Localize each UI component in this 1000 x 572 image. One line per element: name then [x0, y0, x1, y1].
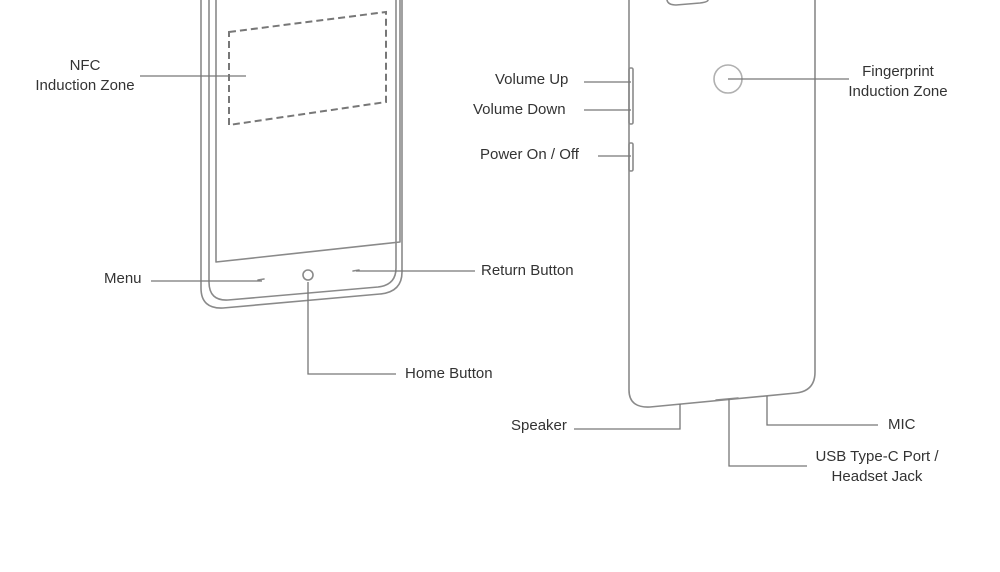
usb-label-line1: USB Type-C Port / [815, 448, 939, 465]
fingerprint-label: Fingerprint Induction Zone [838, 62, 958, 102]
back-phone-body [628, 0, 816, 408]
usb-port-mark [715, 397, 739, 401]
front-phone-body [200, 0, 403, 309]
usb-leader [728, 399, 807, 467]
speaker-leader [574, 404, 681, 430]
volume-rocker [628, 67, 634, 125]
home-button-circle [302, 269, 314, 281]
mic-label: MIC [888, 416, 916, 433]
speaker-label: Speaker [511, 417, 567, 434]
power-key [628, 142, 634, 172]
power-label: Power On / Off [480, 146, 579, 163]
fingerprint-label-line2: Induction Zone [848, 83, 948, 100]
fingerprint-label-line1: Fingerprint [862, 63, 934, 80]
usb-label-line2: Headset Jack [831, 468, 923, 485]
return-button-label: Return Button [481, 262, 574, 279]
home-leader [307, 282, 396, 375]
nfc-label-line1: NFC [69, 57, 101, 74]
volume-up-label: Volume Up [495, 71, 569, 88]
nfc-label-line2: Induction Zone [35, 77, 135, 94]
nfc-label: NFC Induction Zone [20, 56, 150, 96]
home-button-label: Home Button [405, 365, 493, 382]
volume-down-label: Volume Down [473, 101, 566, 118]
nfc-zone [228, 10, 387, 127]
front-screen [215, 0, 401, 263]
usb-label: USB Type-C Port / Headset Jack [802, 447, 952, 487]
front-phone-bezel [208, 0, 397, 301]
menu-label: Menu [104, 270, 142, 287]
menu-key [257, 278, 265, 281]
mic-leader [766, 396, 878, 426]
camera-module [666, 0, 709, 6]
